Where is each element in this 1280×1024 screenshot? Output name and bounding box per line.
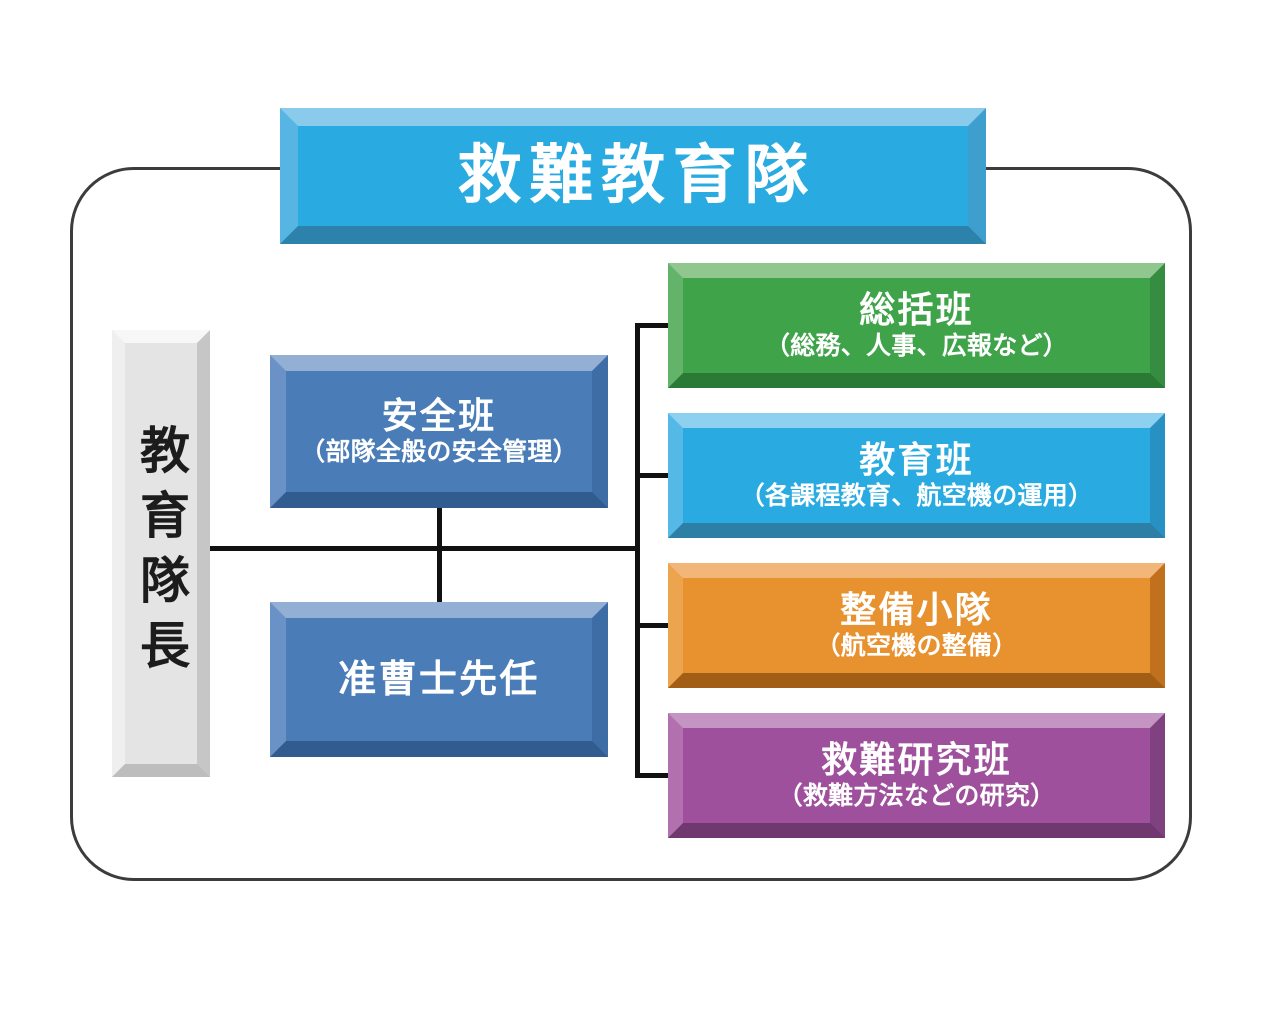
- connector-branch-research: [635, 773, 669, 778]
- maintenance-platoon-box: 整備小隊 （航空機の整備）: [668, 563, 1165, 688]
- connector-trunk-line: [635, 323, 640, 778]
- title-banner: 救難教育隊: [280, 108, 986, 244]
- senior-enlisted-title: 准曹士先任: [338, 656, 540, 701]
- education-section-title: 教育班: [859, 439, 974, 481]
- general-section-title: 総括班: [859, 289, 974, 331]
- commander-bar-label: 教育隊長: [132, 423, 190, 684]
- connector-branch-maintenance: [635, 623, 669, 628]
- rescue-research-box: 救難研究班 （救難方法などの研究）: [668, 713, 1165, 838]
- senior-enlisted-box: 准曹士先任: [270, 602, 608, 757]
- title-banner-label: 救難教育隊: [457, 139, 817, 213]
- commander-bar: 教育隊長: [112, 330, 210, 777]
- rescue-research-title: 救難研究班: [821, 739, 1012, 781]
- maintenance-platoon-subtitle: （航空機の整備）: [815, 631, 1018, 661]
- safety-section-title: 安全班: [381, 395, 497, 437]
- connector-branch-general: [635, 323, 669, 328]
- general-section-subtitle: （総務、人事、広報など）: [764, 331, 1068, 361]
- connector-safety-line: [437, 506, 442, 604]
- education-section-subtitle: （各課程教育、航空機の運用）: [739, 481, 1094, 511]
- education-section-box: 教育班 （各課程教育、航空機の運用）: [668, 413, 1165, 538]
- general-section-box: 総括班 （総務、人事、広報など）: [668, 263, 1165, 388]
- connector-commander-line: [208, 546, 640, 551]
- maintenance-platoon-title: 整備小隊: [840, 589, 993, 631]
- safety-section-subtitle: （部隊全般の安全管理）: [300, 437, 578, 467]
- connector-branch-education: [635, 473, 669, 478]
- safety-section-box: 安全班 （部隊全般の安全管理）: [270, 355, 608, 508]
- rescue-research-subtitle: （救難方法などの研究）: [777, 781, 1056, 811]
